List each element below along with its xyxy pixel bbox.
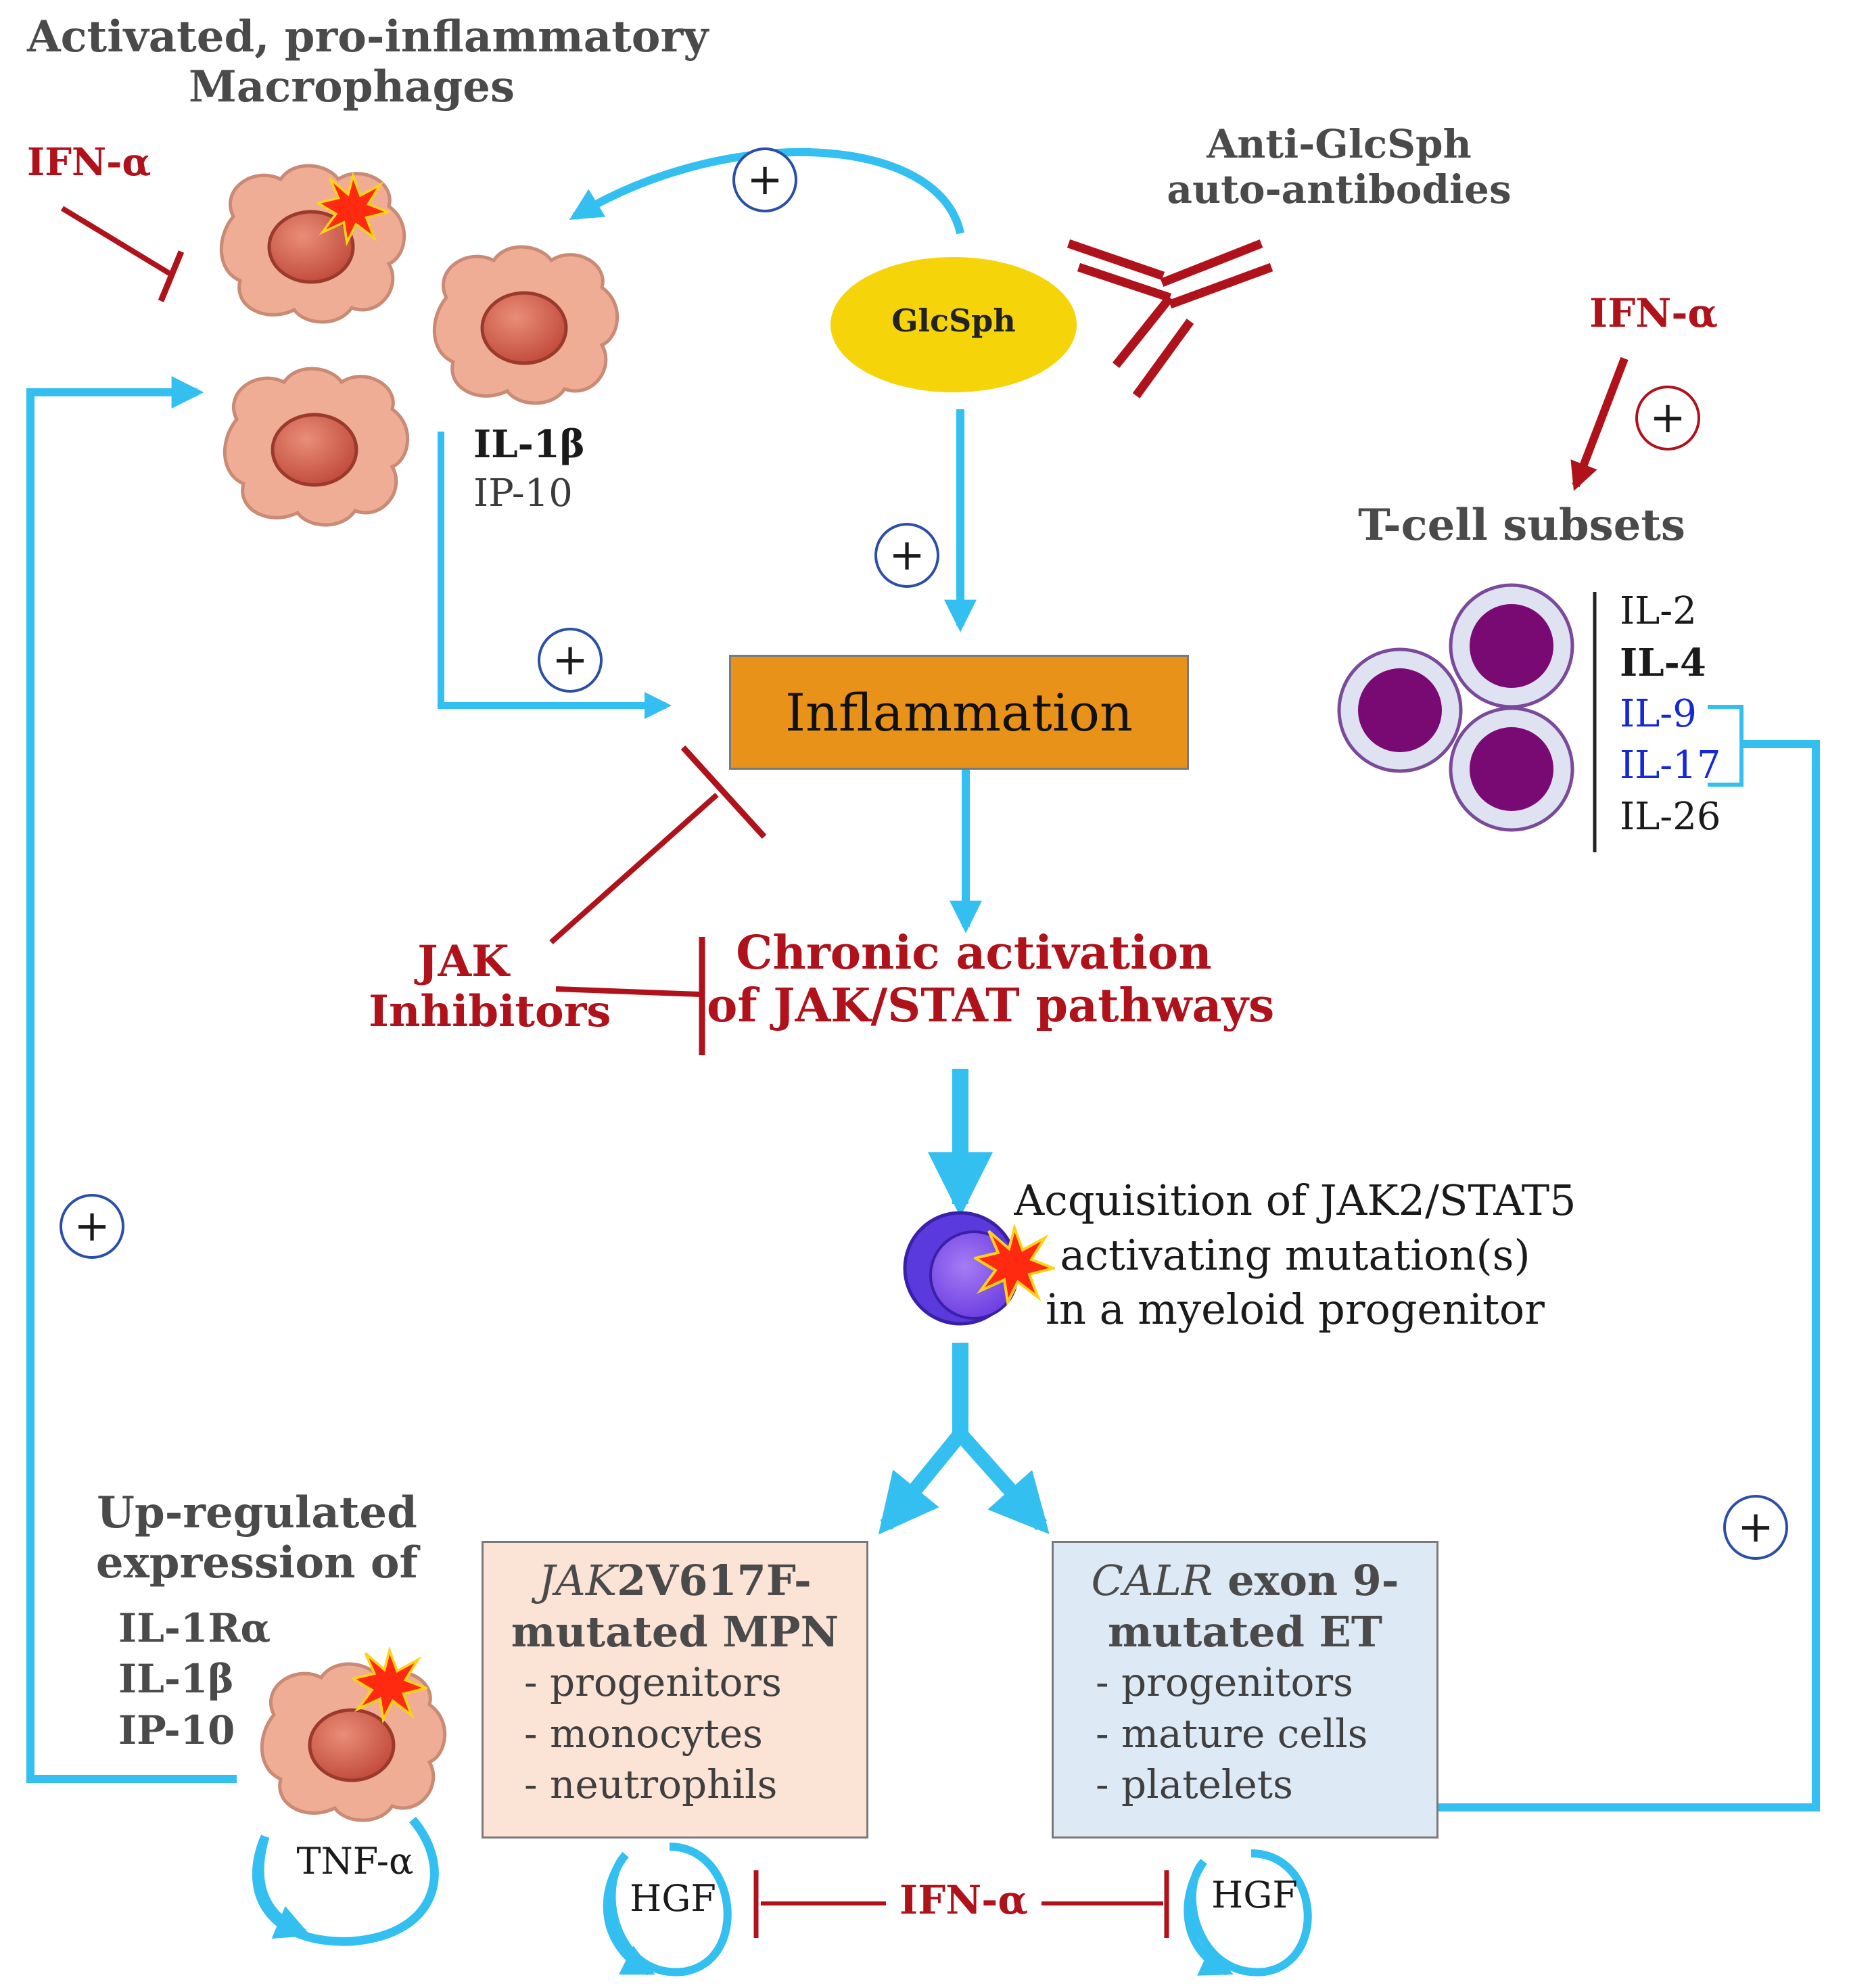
et-gene-rest: exon 9- — [1213, 1556, 1399, 1605]
mpn-box-heading: JAK2V617F- mutated MPN — [484, 1555, 866, 1657]
il4-label: IL-4 — [1620, 641, 1706, 685]
chronic-activation-line1: Chronic activation — [736, 926, 1212, 980]
hgf-left-loop-arrow — [603, 1852, 655, 1976]
split-arrow-right — [954, 1429, 1050, 1535]
mutation-line2: activating mutation(s) — [1060, 1230, 1530, 1280]
cytokine-to-inflammation-arrow — [438, 432, 672, 719]
macrophage-title-line2: Macrophages — [189, 61, 515, 112]
jak-inhibitors-line1: JAK — [417, 936, 509, 987]
mpn-item-neutrophils: - neutrophils — [524, 1761, 778, 1808]
jak-inhibitors-label: JAK Inhibitors — [369, 936, 611, 1037]
plus-icon-tcell-et: + — [1723, 1495, 1788, 1560]
upregulated-line2: expression of — [95, 1537, 419, 1588]
glcsph-label: GlcSph — [891, 302, 1016, 339]
hgf-right-label: HGF — [1211, 1874, 1298, 1916]
il9-label: IL-9 — [1620, 692, 1697, 736]
et-item-platelets: - platelets — [1096, 1761, 1293, 1808]
chronic-activation-label: Chronic activation of JAK/STAT pathways — [707, 926, 1275, 1034]
tcell-subsets-title: T-cell subsets — [1358, 500, 1685, 551]
jak-inhibitors-line2: Inhibitors — [369, 986, 611, 1037]
macrophage-cell-2 — [434, 247, 617, 403]
mpn-item-progenitors: - progenitors — [524, 1659, 782, 1706]
mpn-box-heading-line1: JAK2V617F- — [484, 1555, 866, 1606]
chronic-activation-line2: of JAK/STAT pathways — [707, 979, 1275, 1034]
mpn-box-heading-line2: mutated MPN — [511, 1606, 839, 1657]
et-gene-italic: CALR — [1091, 1556, 1213, 1605]
upregulated-il1ra: IL-1Rα — [118, 1605, 271, 1651]
macrophage-il1b-label: IL-1β — [473, 422, 585, 467]
mpn-box: JAK2V617F- mutated MPN - progenitors - m… — [482, 1541, 868, 1839]
et-box-heading-line1: CALR exon 9- — [1054, 1555, 1436, 1606]
plus-icon-glcsph-macrophage: + — [732, 147, 797, 212]
antibody-title-line2: auto-antibodies — [1167, 166, 1512, 212]
split-arrow-left — [878, 1429, 966, 1535]
glcsph-molecule — [830, 257, 1077, 392]
et-box-heading: CALR exon 9- mutated ET — [1054, 1555, 1436, 1657]
ifn-macrophage-label: IFN-α — [27, 140, 151, 185]
hgf-right-loop — [1188, 1849, 1312, 1977]
feedback-loop-arrow — [26, 376, 237, 1783]
et-box: CALR exon 9- mutated ET - progenitors - … — [1052, 1541, 1438, 1839]
plus-icon-feedback-loop: + — [60, 1194, 124, 1259]
upregulated-il1b: IL-1β — [118, 1656, 234, 1703]
et-item-progenitors: - progenitors — [1096, 1659, 1353, 1706]
mpn-gene-italic: JAK — [538, 1556, 617, 1605]
tnf-loop-arrow — [255, 1835, 311, 1939]
hgf-left-loop — [607, 1843, 732, 1977]
plus-icon-ifn-tcell: + — [1635, 386, 1700, 450]
macrophage-title-line1: Activated, pro-inflammatory — [27, 11, 709, 62]
antibody-title-line1: Anti-GlcSph — [1207, 121, 1472, 167]
jak-inhibit-jakstat-line — [555, 986, 701, 997]
et-box-heading-line2: mutated ET — [1108, 1606, 1382, 1657]
jak-inhibit-inflammation-bar — [680, 745, 767, 839]
il26-label: IL-26 — [1620, 795, 1721, 839]
glcsph-to-macrophage-arrow — [569, 148, 964, 235]
upregulated-ip10: IP-10 — [118, 1707, 235, 1753]
plus-icon-glcsph-inflammation: + — [874, 523, 939, 588]
antibody-title: Anti-GlcSph auto-antibodies — [1150, 122, 1528, 212]
ifn-tcell-arrow — [1570, 356, 1629, 491]
macrophage-cell-3 — [225, 369, 407, 525]
ifn-inhibit-bar — [158, 250, 185, 302]
inflammation-label: Inflammation — [785, 682, 1133, 743]
hgf-right-loop-arrow — [1184, 1859, 1234, 1976]
plus-icon-cytokine-inflammation: + — [538, 628, 603, 693]
et-item-mature-cells: - mature cells — [1096, 1710, 1368, 1757]
ifn-tcell-label: IFN-α — [1589, 290, 1718, 336]
il17-label: IL-17 — [1620, 743, 1721, 787]
mpn-gene-rest: 2V617F- — [617, 1556, 812, 1605]
tcell-to-et-arrow — [1349, 740, 1820, 1824]
upregulated-list: IL-1Rα IL-1β IP-10 — [118, 1603, 271, 1756]
mutation-line3: in a myeloid progenitor — [1046, 1285, 1545, 1335]
macrophage-title: Activated, pro-inflammatory Macrophages — [27, 11, 709, 112]
jak-inhibit-inflammation-line — [549, 793, 719, 944]
ifn-inhibit-line — [60, 206, 172, 277]
tnf-label: TNF-α — [296, 1840, 414, 1882]
macrophage-ip10-label: IP-10 — [473, 471, 573, 515]
inflammation-box: Inflammation — [729, 655, 1189, 770]
upregulated-title: Up-regulated expression of — [88, 1488, 426, 1588]
il2-label: IL-2 — [1620, 589, 1697, 633]
mutation-label: Acquisition of JAK2/STAT5 activating mut… — [1008, 1174, 1583, 1337]
ifn-hgf-label: IFN-α — [899, 1877, 1029, 1923]
upregulated-line1: Up-regulated — [97, 1487, 417, 1538]
mutation-line1: Acquisition of JAK2/STAT5 — [1014, 1176, 1576, 1225]
hgf-left-label: HGF — [630, 1877, 716, 1920]
mpn-item-monocytes: - monocytes — [524, 1710, 763, 1757]
antibody-icon — [1067, 239, 1273, 398]
tcell-cluster — [1337, 583, 1574, 832]
